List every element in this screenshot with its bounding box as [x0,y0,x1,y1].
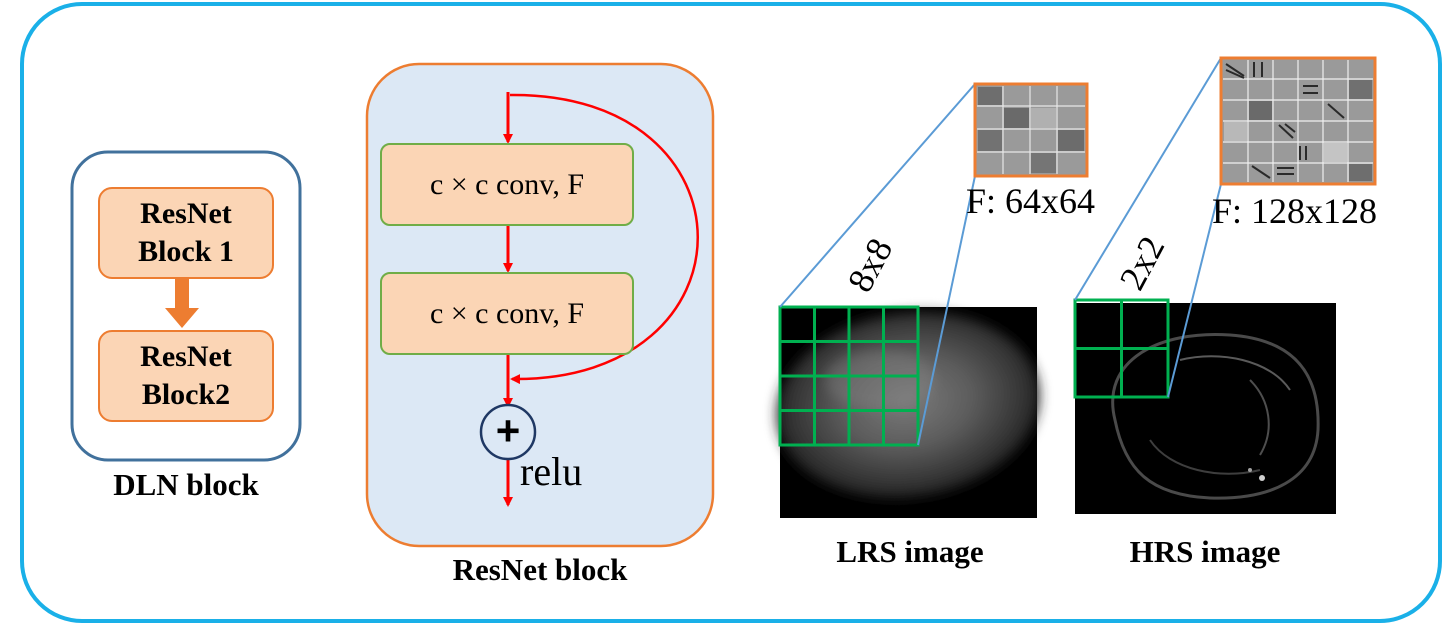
dln-arrow-shaft [175,278,189,312]
add-node-symbol: + [495,407,521,454]
lrs-zoom-line-bottom [917,175,976,446]
lrs-filter-size-label: F: 64x64 [966,181,1096,221]
hrs-image [1075,303,1336,514]
resnet-block-1-box: ResNet Block 1 [98,187,274,279]
hrs-zoom-line-top [1074,57,1222,301]
conv-layer-1: c × c conv, F [380,143,634,226]
hrs-filter-thumbnail [1219,56,1377,186]
hrs-image-caption: HRS image [1129,534,1281,569]
resnet-block-2-box: ResNet Block2 [98,330,274,422]
resnet-block-2-line2: Block2 [141,378,231,411]
dln-block-caption: DLN block [113,467,259,502]
relu-label: relu [520,449,583,494]
lrs-patch-grid [778,305,920,447]
resnet-block-2-line1: ResNet [140,340,232,373]
hrs-patch-grid [1073,298,1170,399]
outer-frame [20,2,1442,623]
lrs-image [776,307,1040,518]
lrs-zoom-line-top [779,83,976,308]
hrs-filter-size-label: F: 128x128 [1212,191,1378,231]
add-node [479,403,537,461]
lrs-filter-thumbnail [973,82,1089,178]
resnet-block-caption: ResNet block [452,552,628,587]
conv-layer-2: c × c conv, F [380,272,634,355]
skip-connection [509,93,699,385]
resnet-block-1-line2: Block 1 [138,235,234,268]
dln-arrow-head [165,308,199,328]
hrs-zoom-line-bottom [1167,183,1222,398]
resnet-block-1-line1: ResNet [140,197,232,230]
lrs-image-caption: LRS image [836,534,984,569]
